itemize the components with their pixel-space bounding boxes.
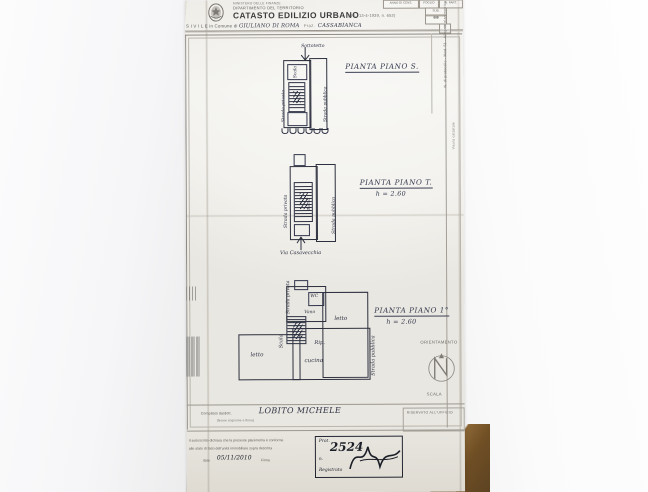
floor-plan-ground: Strada privata Strada pubblica Salita Vi… (276, 152, 354, 258)
plan3-street-right: Strada pubblica (370, 335, 377, 376)
cadastral-document-sheet: MINISTERO DELLE FINANZE DIPARTIMENTO DEL… (184, 0, 466, 492)
document-header: MINISTERO DELLE FINANZE DIPARTIMENTO DEL… (185, 0, 464, 35)
signature-name: LOBITO MICHELE (258, 405, 342, 416)
header-printed-prefix: S I V I L E in Comune di (186, 23, 238, 29)
footer-line-2: allo stato di fatto dell'unità immobilia… (188, 446, 273, 451)
plan1-entry-arrow-icon (300, 47, 310, 61)
stamp-label-registrato: Registrato (318, 467, 343, 474)
plan1-label-sottotetto: Sottotetto (301, 44, 325, 50)
plan3-label-scala: Scala (278, 334, 285, 349)
plan1-room-bottom (287, 112, 308, 127)
orientation-block: ORIENTAMENTO SCALA (418, 339, 462, 401)
footer-declaration-block: Il sottoscritto dichiara che la presente… (187, 431, 463, 480)
italian-republic-crest-icon (208, 3, 224, 22)
plan3-top-annex (294, 280, 309, 291)
plan1-staircase (288, 82, 306, 113)
plan3-street-left: Strada privata (286, 280, 292, 315)
header-reference: (D.L. 13-4-1939, n. 652) (347, 12, 396, 18)
plan1-title: PIANTA PIANO S. (345, 61, 419, 73)
plan1-street-left: Strada privata (281, 90, 287, 123)
plan2-upper-annex (293, 154, 306, 167)
plan3-room-rip: Rip. (314, 340, 325, 347)
scale-label: SCALA (426, 391, 442, 397)
plan3-room-letto-right: letto (334, 315, 348, 322)
stamp-label-prot: Prot. (318, 438, 330, 445)
office-stamp-box: Prot. n. Registrato 2524 (314, 435, 404, 479)
floor-plan-basement: Sottotetto Scala Strada privata Strada p… (271, 44, 339, 140)
plan3-room-letto-left: letto (250, 352, 264, 359)
plan3-room-cucina: cucina (304, 358, 324, 365)
plan2-street-left: Strada privata (283, 194, 289, 229)
plan2-street-right: Strada pubblica (331, 196, 337, 234)
plan2-entry-arrow-icon (296, 236, 306, 251)
plan2-entry-room (293, 224, 310, 237)
footer-date-value: 05/11/2010 (216, 454, 252, 462)
floor-plan-first: letto letto cucina Rip. WC Vano Scala St… (230, 280, 380, 391)
plan2-street-bottom: Via Casavecchia (280, 250, 322, 257)
plan3-room-vano: Vano (304, 310, 316, 316)
header-comune-line: S I V I L E in Comune di GIULIANO DI ROM… (186, 22, 362, 30)
header-title: CATASTO EDILIZIO URBANO (232, 9, 360, 21)
plan1-arch-row (281, 127, 329, 135)
signature-sublabel: (Nome cognome e firma) (216, 418, 255, 423)
orientation-label: ORIENTAMENTO (420, 339, 458, 345)
side-protocol-text: N. di protocollo - Mod. 51 - Allegato pl… (442, 0, 448, 88)
plan3-staircase (286, 316, 307, 345)
header-comune-value: GIULIANO DI ROMA (238, 23, 300, 30)
handwritten-signature-scrawl-icon (349, 446, 401, 470)
plan2-label-salita: Salita (305, 198, 311, 211)
compass-rose-north-icon (428, 353, 455, 382)
stamp-label-n: n. (318, 457, 324, 463)
background-surface-right (462, 0, 648, 492)
edge-barcode-mark (186, 336, 201, 377)
background-surface-left (0, 0, 190, 492)
plan1-street-right: Strada pubblica (323, 86, 329, 123)
office-reserved-label: RISERVATO ALL'UFFICIO (406, 410, 454, 415)
stamp-box-anno: ANNO DI CENS. (382, 0, 419, 9)
plan2-height-note: h = 2.60 (375, 189, 406, 198)
plan3-room-wc: WC (310, 294, 319, 300)
plan3-title: PIANTA PIANO 1° (374, 305, 450, 317)
signature-label: Compilato da/dott. (200, 411, 232, 416)
edge-barcode-mark-2 (186, 286, 197, 301)
footer-date-label: data (202, 458, 210, 463)
plan3-height-note: h = 2.60 (386, 317, 417, 326)
header-frazione-value: CASSABIANCA (317, 22, 362, 30)
plan1-label-scala: Scala (293, 66, 299, 79)
footer-sign-label: Firma (260, 458, 270, 463)
footer-line-1: Il sottoscritto dichiara che la presente… (188, 438, 284, 443)
side-visura-text: Visura catastale (451, 122, 456, 150)
plan2-title: PIANTA PIANO T. (359, 177, 433, 189)
